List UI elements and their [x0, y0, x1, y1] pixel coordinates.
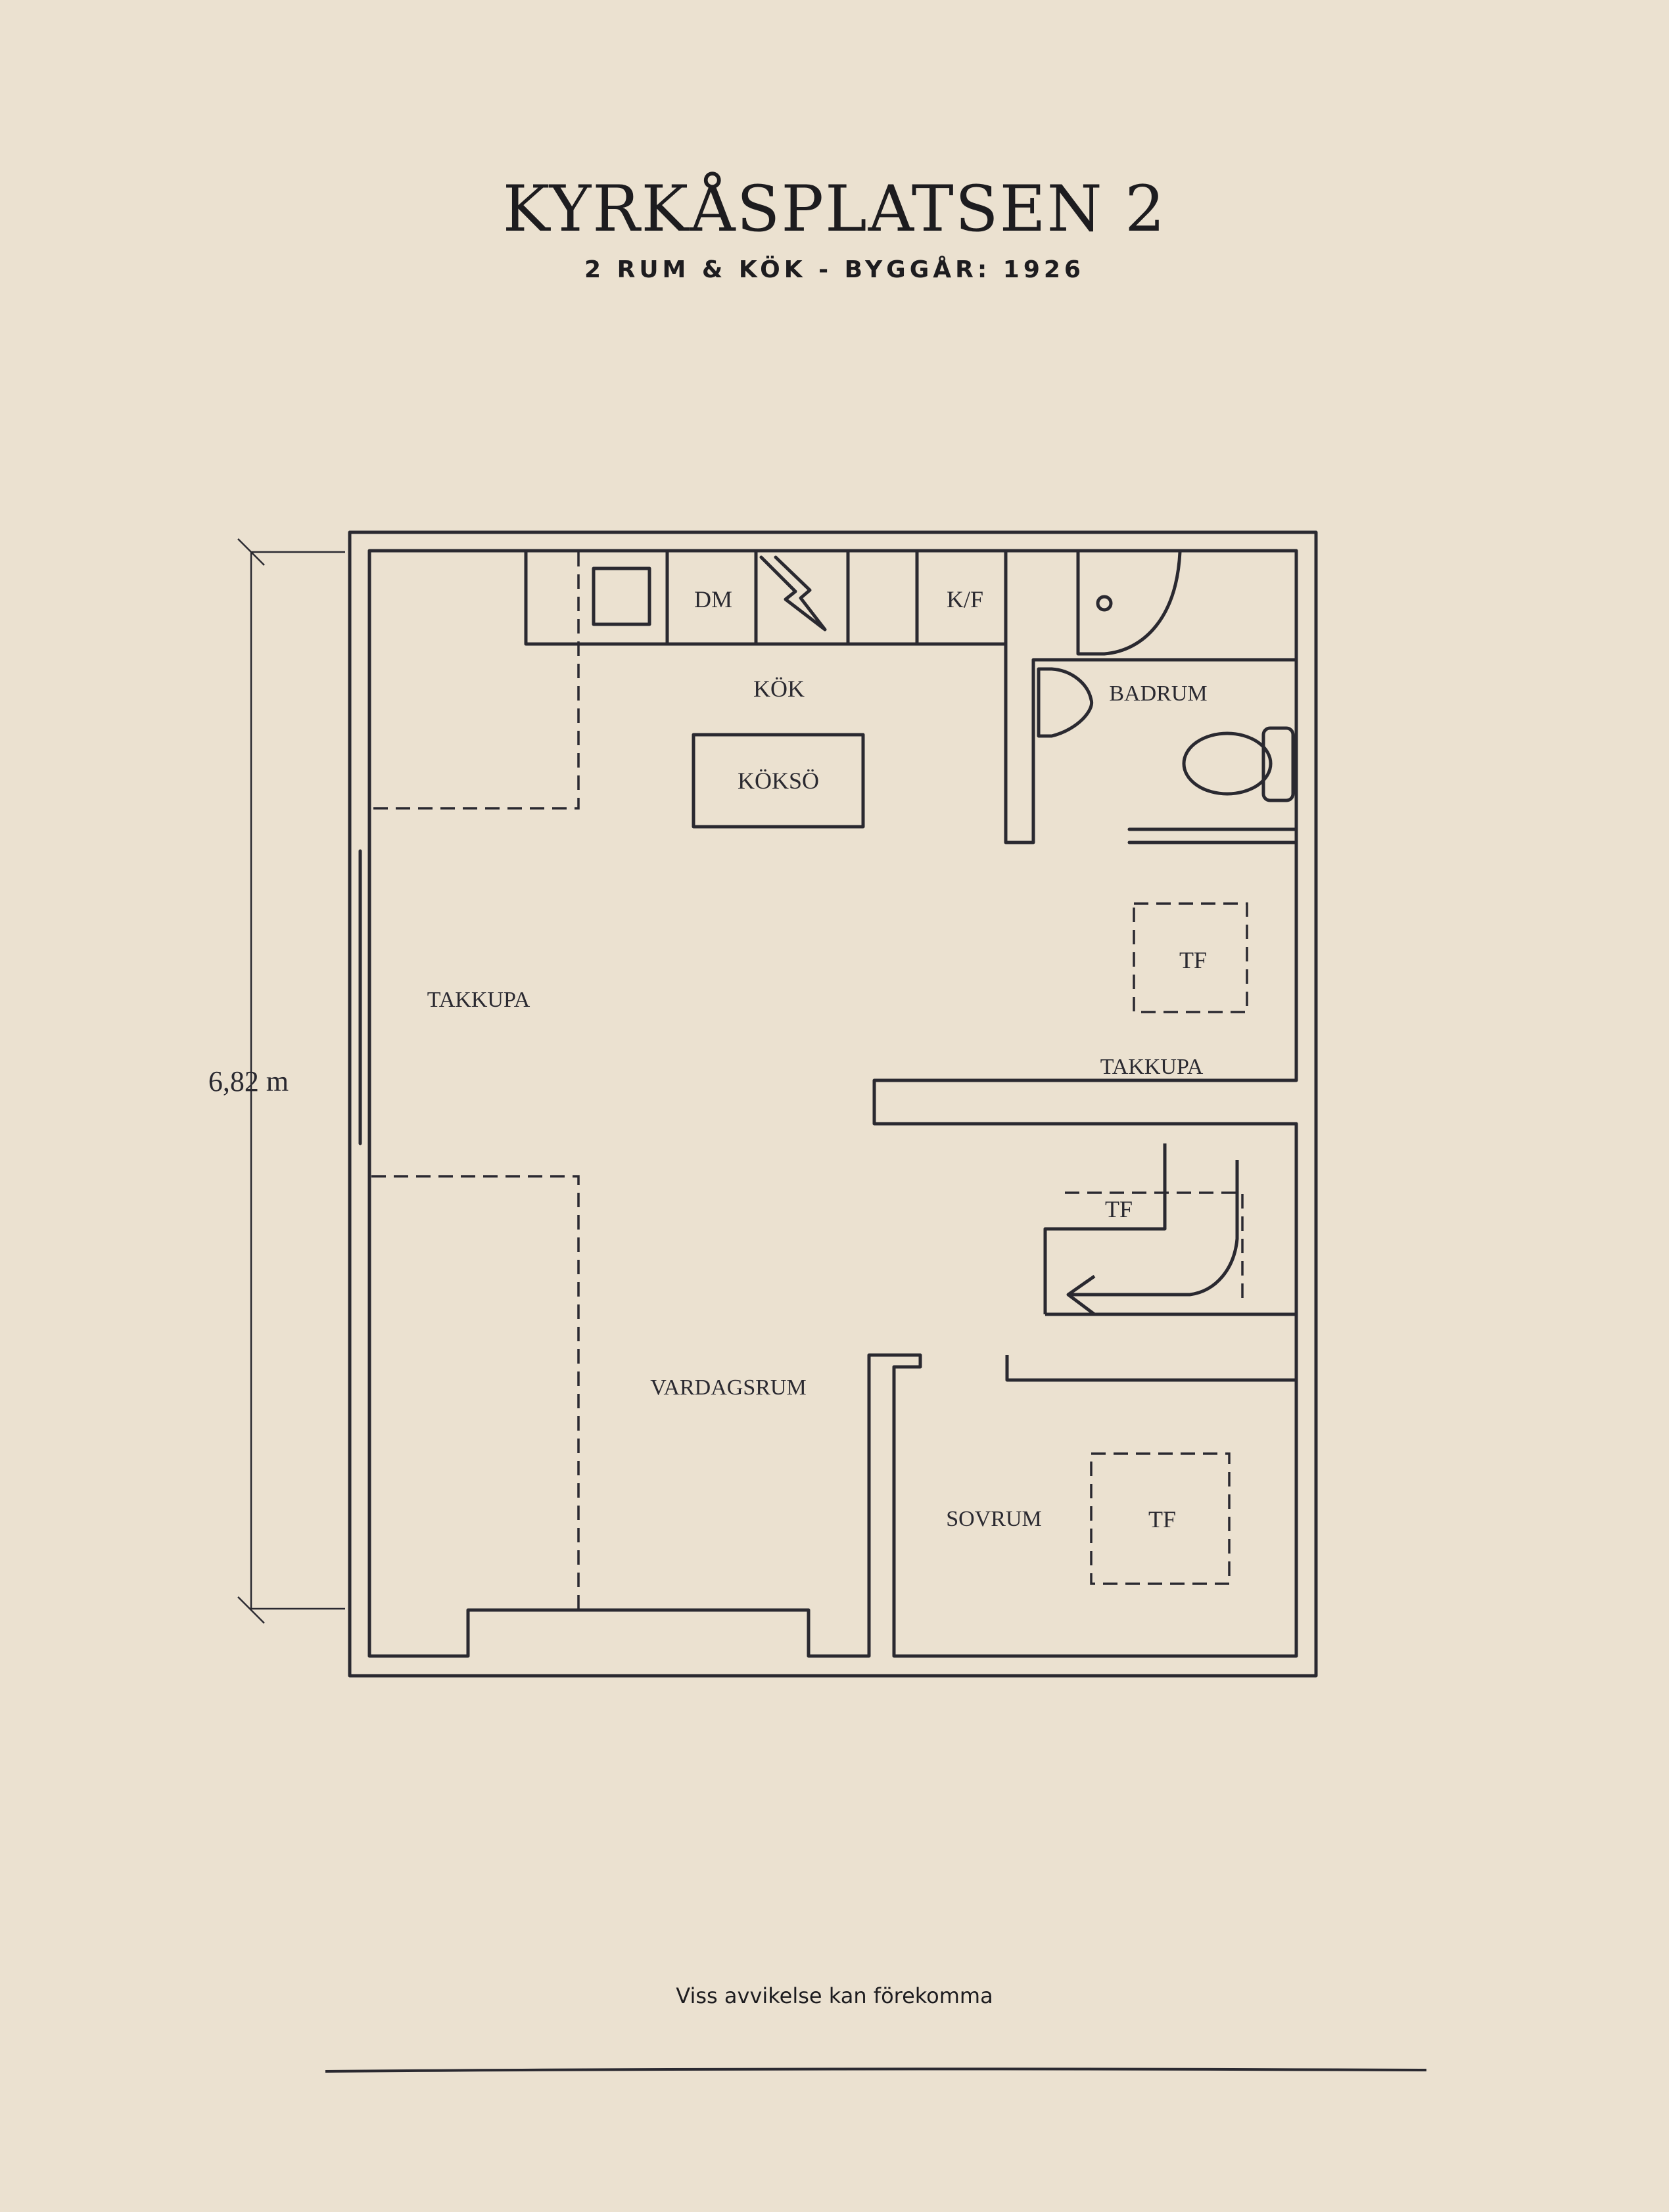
label-dishwasher: DM [694, 586, 732, 612]
label-bedroom: SOVRUM [946, 1507, 1041, 1531]
label-bathroom: BADRUM [1109, 681, 1207, 706]
outer-wall [348, 530, 1318, 1678]
bottom-rule [325, 2067, 1427, 2073]
dimension-label: 6,82 m [208, 1065, 289, 1097]
label-kitchen-island: KÖKSÖ [738, 768, 819, 794]
label-tf-closet: TF [1105, 1196, 1133, 1222]
label-fridge-freezer: K/F [947, 586, 983, 612]
inner-wall-outline [367, 549, 1298, 1658]
kitchen-counter [524, 550, 1008, 646]
label-takkupa-left: TAKKUPA [427, 988, 530, 1012]
label-takkupa-right: TAKKUPA [1100, 1055, 1204, 1079]
label-kitchen: KÖK [753, 676, 805, 702]
sink [592, 566, 651, 626]
disclaimer-note: Viss avvikelse kan förekomma [676, 1983, 993, 2008]
closet-door [1068, 1160, 1239, 1297]
takkupa-left-area [371, 552, 580, 810]
label-tf-bedroom: TF [1148, 1506, 1176, 1532]
toilet [1261, 726, 1295, 802]
label-living-room: VARDAGSRUM [650, 1375, 806, 1400]
label-tf-hall: TF [1179, 947, 1207, 973]
shower [1076, 550, 1182, 656]
tf-bedroom-area [1090, 1452, 1231, 1585]
closet-wall [1043, 1143, 1167, 1314]
tf-hall-area [1133, 902, 1248, 1013]
kitchen-island [692, 733, 865, 829]
stove-symbol [759, 555, 827, 632]
vardagsrum-area [371, 1175, 580, 1610]
tf-closet-area [1065, 1191, 1244, 1301]
page-subtitle: 2 RUM & KÖK - BYGGÅR: 1926 [584, 256, 1085, 283]
page-title: KYRKÅSPLATSEN 2 [502, 172, 1167, 246]
bathroom-sink [1037, 667, 1094, 738]
bathroom-wall [1004, 641, 1298, 844]
